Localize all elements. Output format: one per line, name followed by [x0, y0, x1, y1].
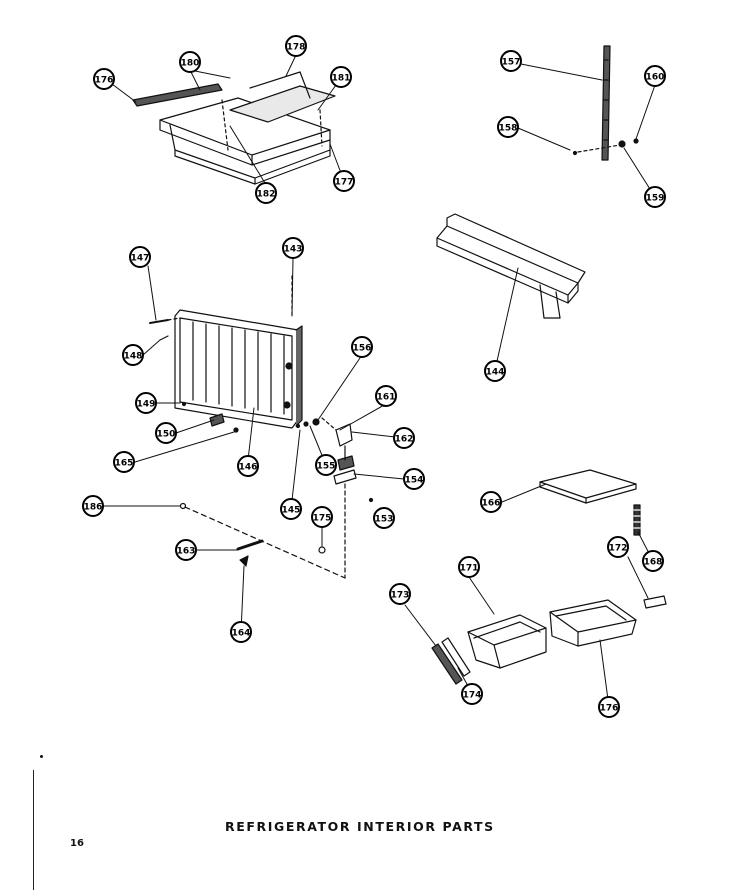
- callout-176-drawer: 176: [598, 696, 620, 718]
- door-shelf-panel: [149, 275, 303, 433]
- shelf-frame-assembly: [132, 71, 336, 185]
- callout-markers: 176 180 178 181 182 177 157 160 158 159 …: [82, 35, 666, 718]
- callout-label: 160: [646, 73, 665, 83]
- callout-label: 147: [131, 254, 150, 264]
- callout-label: 175: [313, 514, 332, 524]
- small-drawer: [431, 614, 547, 685]
- callout-label: 171: [460, 564, 479, 574]
- callout-150: 150: [155, 422, 177, 444]
- callout-182: 182: [255, 182, 277, 204]
- callout-label: 172: [609, 544, 628, 554]
- callout-label: 180: [181, 59, 200, 69]
- callout-label: 144: [486, 368, 505, 378]
- callout-158: 158: [497, 116, 519, 138]
- callout-172: 172: [607, 536, 629, 558]
- shelf-channel: [436, 213, 586, 319]
- callout-label: 163: [177, 547, 196, 557]
- callout-175: 175: [311, 506, 333, 528]
- callout-label: 186: [84, 503, 103, 513]
- callout-144: 144: [484, 360, 506, 382]
- callout-143: 143: [282, 237, 304, 259]
- callout-label: 173: [391, 591, 410, 601]
- callout-label: 143: [284, 245, 303, 255]
- page-caption: REFRIGERATOR INTERIOR PARTS: [225, 819, 495, 834]
- callout-165: 165: [113, 451, 135, 473]
- callout-label: 153: [375, 515, 394, 525]
- callout-label: 149: [137, 400, 156, 410]
- callout-145: 145: [280, 498, 302, 520]
- callout-149: 149: [135, 392, 157, 414]
- callout-155: 155: [315, 454, 337, 476]
- callout-label: 146: [239, 463, 258, 473]
- shelf-support-rail: [572, 45, 639, 161]
- callout-leaders: [102, 54, 656, 708]
- page-number: 16: [70, 838, 84, 849]
- callout-label: 176: [95, 76, 114, 86]
- callout-173: 173: [389, 583, 411, 605]
- callout-label: 145: [282, 506, 301, 516]
- callout-161: 161: [375, 385, 397, 407]
- callout-186: 186: [82, 495, 104, 517]
- callout-180: 180: [179, 51, 201, 73]
- callout-164: 164: [230, 621, 252, 643]
- callout-label: 155: [317, 462, 336, 472]
- callout-label: 181: [332, 74, 351, 84]
- margin-dot: [40, 755, 43, 758]
- callout-159: 159: [644, 186, 666, 208]
- callout-176: 176: [93, 68, 115, 90]
- callout-label: 150: [157, 430, 176, 440]
- callout-label: 159: [646, 194, 665, 204]
- callout-label: 161: [377, 393, 396, 403]
- callout-label: 162: [395, 435, 414, 445]
- callout-163: 163: [175, 539, 197, 561]
- callout-174: 174: [461, 683, 483, 705]
- callout-146: 146: [237, 455, 259, 477]
- callout-label: 157: [502, 58, 521, 68]
- callout-label: 177: [335, 178, 354, 188]
- callout-label: 148: [124, 352, 143, 362]
- callout-label: 176: [600, 704, 619, 714]
- callout-168: 168: [642, 550, 664, 572]
- callout-label: 156: [353, 344, 372, 354]
- crisper-cover: [539, 469, 667, 609]
- callout-156: 156: [351, 336, 373, 358]
- callout-154: 154: [403, 468, 425, 490]
- callout-148: 148: [122, 344, 144, 366]
- callout-label: 154: [405, 476, 424, 486]
- callout-147: 147: [129, 246, 151, 268]
- callout-157: 157: [500, 50, 522, 72]
- callout-label: 178: [287, 43, 306, 53]
- callout-label: 182: [257, 190, 276, 200]
- callout-label: 174: [463, 691, 482, 701]
- callout-181: 181: [330, 66, 352, 88]
- callout-177: 177: [333, 170, 355, 192]
- callout-153: 153: [373, 507, 395, 529]
- callout-162: 162: [393, 427, 415, 449]
- margin-rule: [33, 770, 34, 890]
- hinge-bracket-parts: [295, 417, 374, 579]
- large-drawer: [549, 599, 637, 647]
- callout-label: 165: [115, 459, 134, 469]
- callout-label: 168: [644, 558, 663, 568]
- callout-178: 178: [285, 35, 307, 57]
- callout-label: 164: [232, 629, 251, 639]
- callout-171: 171: [458, 556, 480, 578]
- callout-label: 166: [482, 499, 501, 509]
- callout-166: 166: [480, 491, 502, 513]
- callout-label: 158: [499, 124, 518, 134]
- callout-160: 160: [644, 65, 666, 87]
